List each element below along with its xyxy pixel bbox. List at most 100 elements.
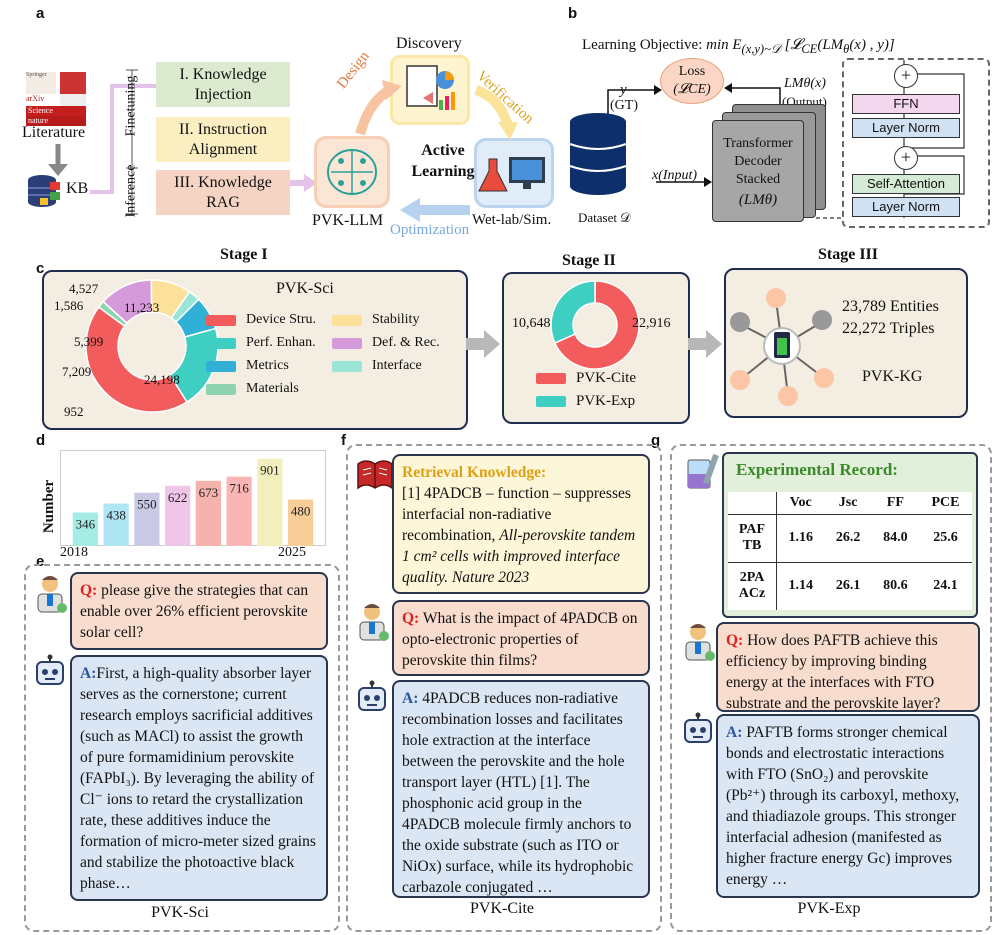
panel-e-caption: PVK-Sci [151, 904, 209, 921]
legend-device-structure-label: Device Stru. [246, 312, 316, 327]
er-table-wrap: Voc Jsc FF PCE PAF TB 1.16 26.2 84.0 25.… [728, 492, 972, 610]
table-row: PAF TB 1.16 26.2 84.0 25.6 [728, 514, 972, 563]
donut1-label-1586: 1,586 [54, 298, 84, 313]
donut1-label-11233: 11,233 [124, 300, 160, 315]
bar-6 [257, 458, 283, 546]
er-cell: 26.1 [835, 578, 861, 594]
bar-0 [72, 512, 98, 546]
legend-materials: Materials [206, 381, 299, 397]
er-header-row: Voc Jsc FF PCE [728, 492, 972, 514]
triples-count: 22,272 Triples [842, 320, 935, 337]
stage-arrow-2 [688, 330, 722, 358]
self-attention-box: Self-Attention [852, 174, 960, 194]
active-learning-label: Active Learning [411, 142, 475, 180]
right-arrow-icon [290, 174, 317, 192]
thumb-placeholder [60, 94, 86, 106]
q-text: What is the impact of 4PADCB on opto-ele… [402, 610, 638, 669]
stage2-donut [550, 280, 640, 370]
entities-count: 23,789 Entities [842, 298, 939, 315]
step-knowledge-rag: III. Knowledge RAG [156, 170, 290, 215]
pvk-kg-title: PVK-KG [862, 368, 923, 385]
slice-pvk-cite [553, 280, 640, 370]
a-text: PAFTB forms stronger chemical bonds and … [726, 724, 960, 888]
panel-e-answer: A:First, a high-quality absorber layer s… [70, 655, 328, 901]
panel-label-g: g [651, 432, 661, 449]
bar-value-label: 550 [137, 497, 157, 512]
pvk-sci-title: PVK-Sci [276, 280, 334, 297]
legend-stability: Stability [332, 312, 419, 328]
slice-pvk-exp [550, 280, 596, 345]
er-cell: 80.6 [883, 578, 908, 594]
er-cell-name: PAF TB [728, 514, 777, 563]
panel-g-question: Q: How does PAFTB achieve this efficienc… [716, 622, 980, 712]
legend-pvk-exp: PVK-Exp [536, 393, 635, 410]
legend-interface: Interface [332, 358, 422, 374]
y-label: y [620, 82, 627, 98]
bar-value-label: 901 [260, 463, 280, 478]
legend-metrics-label: Metrics [246, 358, 289, 373]
pipeline-connectors [90, 69, 156, 215]
donut1-label-952: 952 [64, 404, 84, 419]
er-cell: 1.14 [788, 578, 814, 594]
rk-citation: All-perovskite tandem 1 cm² cells with i… [402, 527, 636, 586]
wetlab-label: Wet-lab/Sim. [472, 212, 552, 228]
table-row: 2PA ACz 1.14 26.1 80.6 24.1 [728, 562, 972, 610]
er-header-empty [728, 492, 777, 514]
loss-symbol: (𝓛CE) [673, 82, 711, 97]
nature-thumb: nature [26, 116, 86, 126]
bar-value-label: 480 [291, 504, 311, 519]
er-cell: 84.0 [883, 530, 908, 546]
panel-label-b: b [568, 5, 578, 22]
literature-thumbnails: Springer arXiv Science nature [26, 72, 88, 126]
loss-label: Loss [678, 64, 706, 79]
literature-label: Literature [22, 124, 86, 141]
active-learning-arrows [355, 80, 518, 222]
donut2-label-10648: 10,648 [512, 316, 551, 331]
er-cell: 24.1 [933, 578, 958, 594]
pvk-llm-label: PVK-LLM [312, 212, 384, 229]
slice-perf-enhancement [168, 327, 219, 404]
chart-ylabel: Number [41, 479, 58, 533]
inference-label: Inference [123, 164, 138, 218]
donut1-label-4527: 4,527 [69, 281, 99, 296]
er-cell: 25.6 [933, 530, 958, 546]
stage-1-title: Stage I [220, 246, 268, 263]
robot-icon [36, 654, 64, 685]
dataset-label: Dataset 𝒟 [578, 210, 631, 225]
retrieval-knowledge-box: Retrieval Knowledge: [1] 4PADCB – functi… [392, 454, 650, 594]
discovery-label: Discovery [396, 35, 462, 52]
er-header-jsc: Jsc [838, 494, 858, 510]
panel-label-c: c [36, 260, 45, 277]
legend-device-structure: Device Stru. [206, 312, 316, 328]
a-prefix: A: [726, 724, 743, 741]
ffn-box: FFN [852, 94, 960, 114]
decoder-detail-box [842, 58, 990, 228]
er-header-pce: PCE [931, 494, 960, 510]
bar-value-label: 622 [168, 490, 188, 505]
bar-4 [195, 480, 221, 546]
q-prefix: Q: [726, 632, 744, 649]
panel-g-frame [670, 444, 992, 932]
bar-value-label: 346 [76, 516, 96, 531]
panel-label-e: e [36, 553, 45, 570]
add-node-top: + [894, 64, 918, 88]
optimization-label: Optimization [390, 222, 470, 238]
a-text: First, a high-quality absorber layer ser… [80, 665, 316, 892]
er-title: Experimental Record: [736, 460, 898, 479]
panel-label-d: d [36, 432, 46, 449]
panel-e-frame [24, 564, 340, 932]
bar-value-label: 438 [106, 508, 126, 523]
q-text: please give the strategies that can enab… [80, 582, 309, 641]
panel-f-caption: PVK-Cite [470, 900, 534, 917]
legend-perf-enhancement-label: Perf. Enhan. [246, 335, 316, 350]
x-end-label: 2025 [278, 545, 306, 560]
panel-f-answer: A: 4PADCB reduces non-radiative recombin… [392, 680, 650, 898]
er-header-voc: Voc [789, 494, 812, 510]
legend-def-rec: Def. & Rec. [332, 335, 440, 351]
x-input-label: x(Input) [652, 168, 698, 183]
er-cell: 1.16 [788, 530, 814, 546]
panel-label-f: f [341, 432, 346, 449]
panel-g-answer: A: PAFTB forms stronger chemical bonds a… [716, 714, 980, 898]
journal-thumb [60, 72, 86, 94]
